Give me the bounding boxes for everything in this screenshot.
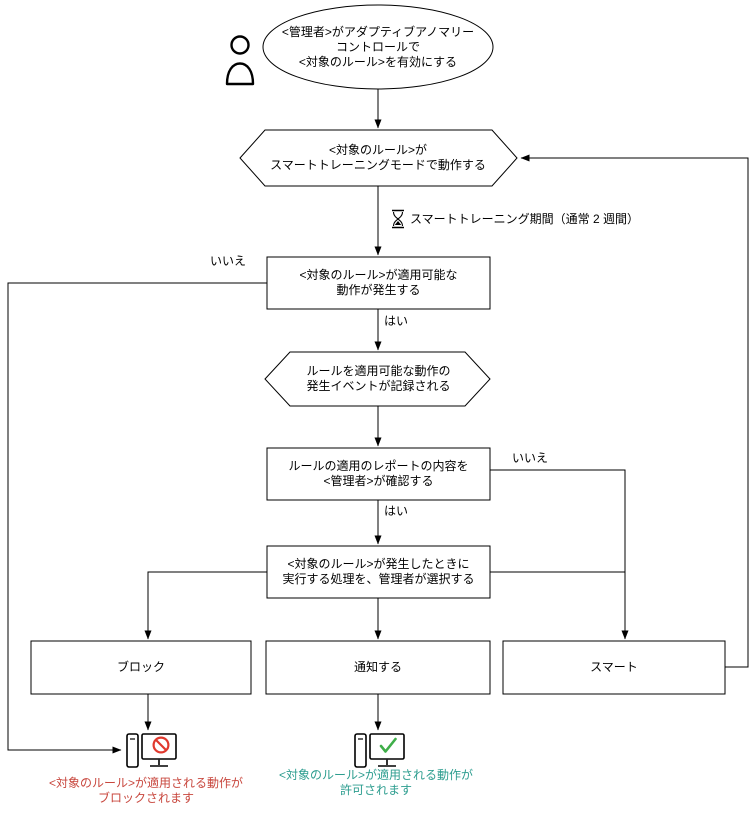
- admin-person-icon: [225, 35, 255, 86]
- smart-rect: [502, 640, 726, 695]
- check-icon: [379, 737, 397, 753]
- notify-rect: [265, 640, 491, 695]
- computer-tower: [126, 733, 139, 768]
- report-rect: [266, 447, 491, 501]
- person-head: [230, 35, 250, 55]
- prohibited-icon-slash: [155, 739, 167, 751]
- recorded-hexagon: [264, 351, 491, 407]
- edge-smart-loop-to-training: [520, 154, 749, 668]
- hourglass-icon: [392, 209, 404, 229]
- training-hexagon: [239, 129, 518, 187]
- allowed-computer-icon: [354, 733, 405, 768]
- start-ellipse: [262, 4, 494, 90]
- computer-monitor: [369, 733, 405, 760]
- person-body: [225, 62, 255, 86]
- node-shapes: [30, 4, 726, 695]
- hourglass-caps: [392, 209, 404, 229]
- edge-action-no-to-blocked: [7, 282, 267, 754]
- computer-stand: [150, 759, 168, 767]
- edge-report-no-to-smart: [490, 469, 629, 640]
- select-rect: [266, 545, 491, 599]
- computer-stand: [378, 759, 396, 767]
- computer-tower: [354, 733, 367, 768]
- hourglass-right-wall: [397, 211, 404, 227]
- hourglass-sand: [394, 221, 402, 225]
- block-rect: [30, 640, 252, 695]
- blocked-computer-icon: [126, 733, 177, 768]
- edge-select-to-block: [144, 571, 267, 640]
- connectors: [7, 89, 749, 754]
- action-rect: [266, 256, 491, 310]
